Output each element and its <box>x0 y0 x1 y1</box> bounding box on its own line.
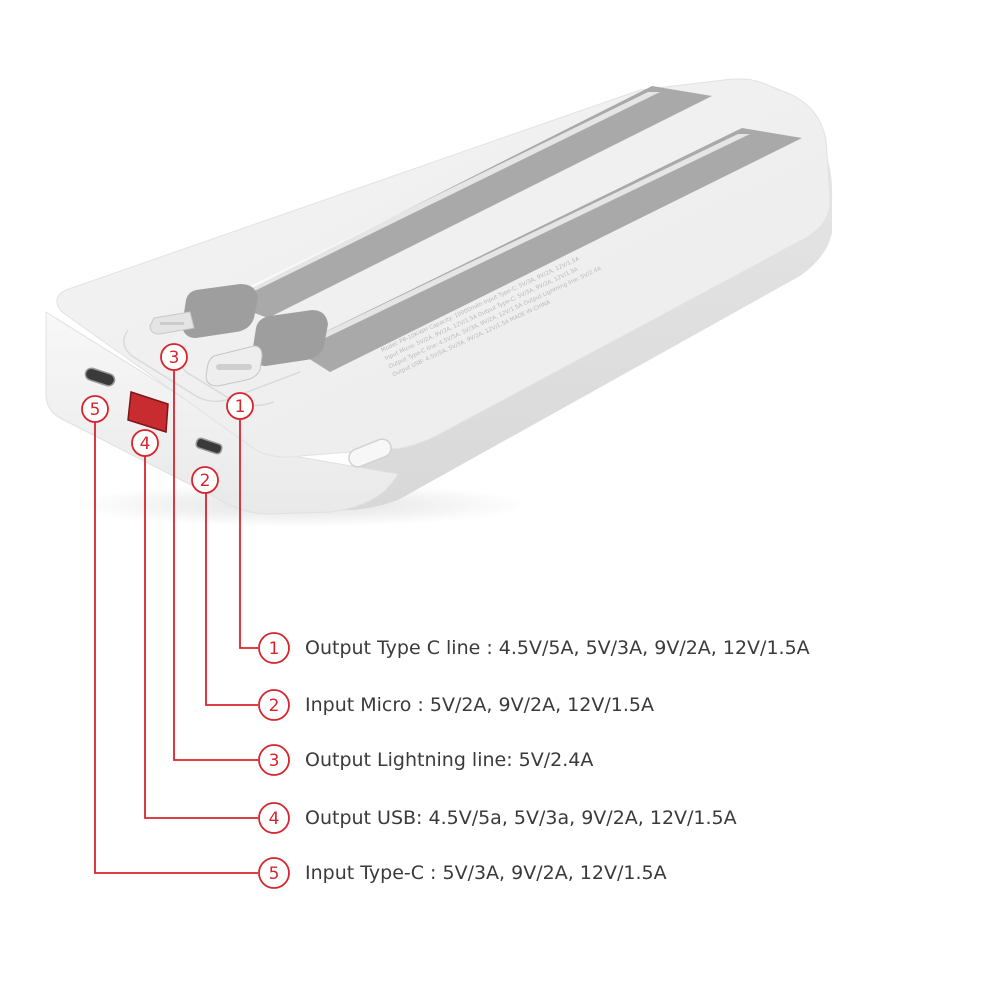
leader-line-3 <box>173 370 258 761</box>
callout-badge-5: 5 <box>81 395 109 423</box>
usb-output-port <box>127 391 169 434</box>
spec-output-usb: Output USB: 4.5V/5a, 5V/3a, 9V/2A, 12V/1… <box>305 807 737 829</box>
svg-text:5: 5 <box>269 864 280 884</box>
svg-text:5: 5 <box>90 400 101 420</box>
svg-text:2: 2 <box>200 471 211 491</box>
leader-lines <box>94 370 258 874</box>
spec-badge-3: 3 <box>258 744 290 776</box>
micro-usb-input-port <box>195 437 223 455</box>
cable-groove <box>123 329 301 403</box>
callout-badge-1: 1 <box>226 392 254 420</box>
svg-text:1: 1 <box>269 639 280 659</box>
svg-text:2: 2 <box>269 696 280 716</box>
svg-text:4: 4 <box>269 809 280 829</box>
svg-text:1: 1 <box>235 397 246 417</box>
leader-line-2 <box>205 493 258 706</box>
leader-line-5 <box>94 422 258 874</box>
spec-badge-5: 5 <box>258 857 290 889</box>
lightning-connector <box>149 284 258 338</box>
device-front-face <box>45 311 399 515</box>
type-c-connector <box>205 310 328 387</box>
spec-badge-1: 1 <box>258 632 290 664</box>
svg-text:3: 3 <box>169 348 180 368</box>
spec-badge-2: 2 <box>258 689 290 721</box>
callout-badge-3: 3 <box>160 343 188 371</box>
spec-input-micro: Input Micro : 5V/2A, 9V/2A, 12V/1.5A <box>305 694 654 716</box>
leader-line-1 <box>239 419 258 649</box>
type-c-cable <box>292 128 802 372</box>
spec-badge-4: 4 <box>258 802 290 834</box>
callout-badge-4: 4 <box>131 429 159 457</box>
spec-input-type-c: Input Type-C : 5V/3A, 9V/2A, 12V/1.5A <box>305 862 667 884</box>
type-c-input-port <box>84 367 116 387</box>
lightning-cable <box>222 86 712 318</box>
spec-output-lightning-line: Output Lightning line: 5V/2.4A <box>305 749 594 771</box>
spec-output-type-c-line: Output Type C line : 4.5V/5A, 5V/3A, 9V/… <box>305 637 810 659</box>
power-button <box>348 438 392 468</box>
svg-text:3: 3 <box>269 751 280 771</box>
leader-line-4 <box>144 456 258 819</box>
svg-text:4: 4 <box>140 434 151 454</box>
callout-badge-2: 2 <box>191 466 219 494</box>
